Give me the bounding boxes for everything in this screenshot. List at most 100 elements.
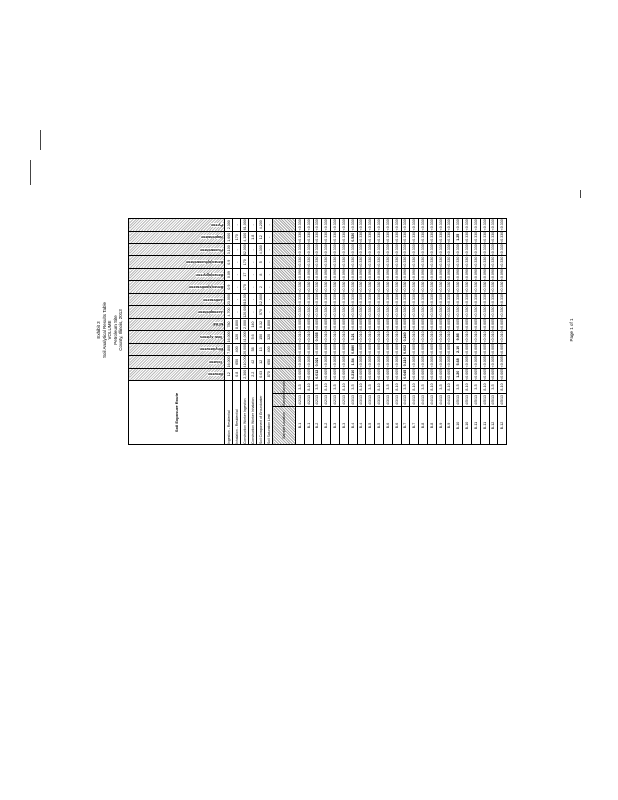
criteria-value: 2,300 [224, 218, 233, 232]
result-value: <0.005 [330, 343, 340, 356]
sample-loc: B-4 [357, 406, 366, 445]
result-value: <0.010 [392, 330, 402, 344]
exposure-route-header: Soil Exposure Route [128, 380, 225, 445]
result-value: <0.330 [462, 305, 472, 319]
criteria-value: - [264, 293, 273, 306]
result-value: <0.005 [480, 368, 490, 381]
result-value: <0.005 [304, 368, 314, 381]
result-value: 9.85 [453, 330, 463, 344]
result-value: <0.010 [304, 330, 314, 344]
result-value: <0.005 [392, 355, 402, 369]
sample-depth: 3-5 [436, 380, 446, 394]
result-value: <0.090 [427, 268, 437, 281]
result-value: 5.68 [453, 355, 463, 369]
criteria-value: 42 [248, 355, 257, 369]
result-value: <0.330 [304, 293, 314, 306]
sample-depth: 8-10 [409, 380, 419, 394]
result-value: <0.005 [427, 318, 437, 331]
sample-depth: 3-5 [489, 380, 498, 394]
sample-depth: 3-5 [401, 380, 410, 394]
result-value: <0.330 [383, 255, 393, 269]
result-value: <0.005 [295, 318, 305, 331]
criteria-value: 12 [256, 231, 265, 244]
result-value: <0.330 [445, 280, 454, 294]
result-value: <0.005 [497, 355, 507, 369]
result-value: <0.005 [436, 368, 446, 381]
result-value: <0.005 [427, 343, 437, 356]
result-value: <0.005 [339, 318, 349, 331]
criteria-value: 140 [248, 318, 257, 331]
result-value: <0.090 [339, 268, 349, 281]
result-value: <0.330 [401, 218, 410, 232]
result-value: <0.090 [383, 268, 393, 281]
result-value: <0.330 [313, 293, 322, 306]
criteria-value: 3,100 [224, 243, 233, 256]
result-value: <0.330 [321, 255, 331, 269]
result-value: <0.005 [436, 318, 446, 331]
result-value: <0.005 [489, 343, 498, 356]
sample-date: 4/5/13 [489, 393, 498, 407]
result-value: <0.005 [427, 355, 437, 369]
result-value: <0.330 [489, 280, 498, 294]
sample-date: 4/3/13 [357, 393, 366, 407]
result-value: <0.330 [365, 293, 375, 306]
result-value: <0.005 [383, 318, 393, 331]
result-value: <0.005 [321, 355, 331, 369]
result-value: <0.330 [357, 293, 366, 306]
sample-depth: 3-5 [348, 380, 358, 394]
shaded-cell [272, 330, 296, 344]
sample-date: 4/4/13 [427, 393, 437, 407]
shaded-cell [272, 255, 296, 269]
result-value: <0.330 [348, 293, 358, 306]
result-value: <0.330 [374, 293, 384, 306]
analyte-header: Naphthalene [128, 231, 225, 244]
result-value: <0.330 [365, 243, 375, 256]
sample-loc: B-1 [304, 406, 314, 445]
result-value: <0.330 [471, 218, 481, 232]
sample-loc: B-1 [295, 406, 305, 445]
criteria-value: 170 [240, 280, 249, 294]
result-value: <0.330 [489, 255, 498, 269]
sample-depth: 8-10 [427, 380, 437, 394]
sample-depth: 8-10 [374, 380, 384, 394]
criteria-value: 17 [240, 268, 249, 281]
result-value: <0.330 [339, 231, 349, 244]
result-value: <0.330 [374, 255, 384, 269]
sample-date: 4/3/13 [365, 393, 375, 407]
criteria-value: 320 [264, 330, 273, 344]
result-value: <0.330 [453, 255, 463, 269]
result-value: <0.330 [392, 231, 402, 244]
criteria-value: 5.6 [248, 330, 257, 344]
criteria-value: 2,300 [240, 368, 249, 381]
result-value: 0.021 [313, 355, 322, 369]
shaded-cell [272, 243, 296, 256]
result-value: <0.330 [489, 231, 498, 244]
criteria-value: 12,000 [256, 293, 265, 306]
result-value: <0.330 [409, 280, 419, 294]
criteria-value: 20,000 [240, 343, 249, 356]
result-value: <0.005 [445, 343, 454, 356]
result-value: <0.010 [489, 330, 498, 344]
analyte-name: Acenaphthene [198, 310, 223, 315]
result-value: <0.330 [357, 243, 366, 256]
result-value: <0.330 [295, 231, 305, 244]
criteria-value: 400 [232, 343, 241, 356]
result-value: <0.330 [471, 255, 481, 269]
result-value: <0.330 [374, 243, 384, 256]
sample-loc: B-11 [480, 406, 490, 445]
result-value: <0.330 [453, 280, 463, 294]
result-value: <0.330 [480, 293, 490, 306]
result-value: <0.330 [348, 280, 358, 294]
result-value: <0.090 [418, 268, 428, 281]
result-value: <0.330 [497, 231, 507, 244]
analyte-name: Benzo(a)anthracene [188, 285, 223, 290]
result-value: <0.330 [304, 231, 314, 244]
result-value: <0.330 [471, 280, 481, 294]
result-value: <0.330 [480, 255, 490, 269]
